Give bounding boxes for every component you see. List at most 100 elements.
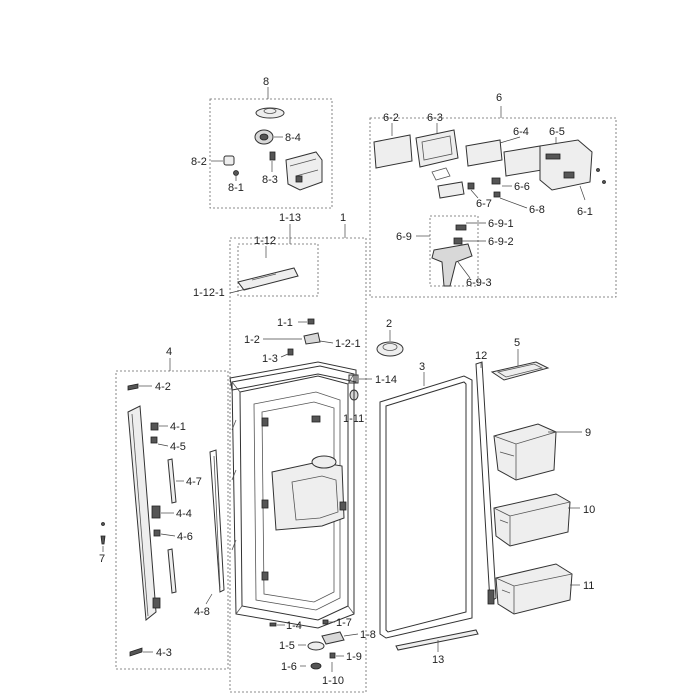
part-1-4 bbox=[269, 622, 285, 627]
part-4-4 bbox=[151, 505, 174, 519]
label-11: 11 bbox=[583, 580, 594, 592]
part-6-lever bbox=[437, 181, 465, 199]
part-4-5 bbox=[150, 436, 169, 447]
label-1-12-1: 1-12-1 bbox=[193, 287, 225, 299]
label-6-9-3: 6-9-3 bbox=[466, 277, 492, 289]
label-6: 6 bbox=[496, 92, 502, 104]
label-7: 7 bbox=[99, 553, 105, 565]
label-6-4: 6-4 bbox=[513, 126, 529, 138]
label-1-7: 1-7 bbox=[336, 617, 352, 629]
label-1: 1 bbox=[340, 212, 346, 224]
part-4-lower-bar bbox=[167, 548, 177, 594]
part-4-1 bbox=[150, 422, 168, 431]
label-6-9-2: 6-9-2 bbox=[488, 236, 514, 248]
label-4-2: 4-2 bbox=[155, 381, 171, 393]
label-6-9: 6-9 bbox=[396, 231, 412, 243]
label-1-2: 1-2 bbox=[244, 334, 260, 346]
part-4-2 bbox=[127, 383, 152, 391]
label-1-12: 1-12 bbox=[254, 235, 276, 247]
part-6-1-board bbox=[539, 139, 606, 201]
part-6-7 bbox=[467, 182, 479, 199]
label-1-10: 1-10 bbox=[322, 675, 344, 687]
label-8-4: 8-4 bbox=[285, 132, 301, 144]
part-8-3 bbox=[269, 151, 276, 172]
part-1-1 bbox=[298, 318, 315, 325]
group-8-assembly: 8 8-4 8-2 8-1 8-3 bbox=[191, 76, 333, 209]
label-6-1: 6-1 bbox=[577, 206, 593, 218]
label-1-6: 1-6 bbox=[281, 661, 297, 673]
part-4-3 bbox=[129, 647, 153, 657]
label-8-2: 8-2 bbox=[191, 156, 207, 168]
part-8-4-motor bbox=[254, 129, 283, 145]
label-1-9: 1-9 bbox=[346, 651, 362, 663]
part-5-tray: 5 bbox=[490, 337, 550, 381]
part-1-door-body bbox=[229, 361, 357, 629]
label-4-3: 4-3 bbox=[156, 647, 172, 659]
label-1-5: 1-5 bbox=[279, 640, 295, 652]
part-6-2-panel bbox=[373, 123, 413, 169]
part-6-6 bbox=[491, 177, 512, 187]
label-1-1: 1-1 bbox=[277, 317, 293, 329]
label-1-13: 1-13 bbox=[279, 212, 301, 224]
part-1-3 bbox=[280, 348, 294, 358]
label-4-1: 4-1 bbox=[170, 421, 186, 433]
part-1-7 bbox=[322, 619, 335, 625]
part-12-strip: 12 bbox=[475, 350, 497, 605]
label-1-4: 1-4 bbox=[286, 620, 302, 632]
part-4-7 bbox=[167, 458, 184, 504]
label-2: 2 bbox=[386, 318, 392, 330]
part-6-3-frame bbox=[415, 123, 459, 181]
label-1-14: 1-14 bbox=[375, 374, 397, 386]
label-6-5: 6-5 bbox=[549, 126, 565, 138]
part-8-cover bbox=[255, 107, 285, 119]
part-13-strip: 13 bbox=[395, 629, 479, 666]
group-6-assembly: 6 6-2 6-3 6-4 6-5 6-6 6-7 6-8 6-1 6-9 6-… bbox=[369, 92, 617, 298]
label-4: 4 bbox=[166, 346, 172, 358]
group-6-9-assembly bbox=[416, 215, 486, 287]
part-2-cap: 2 bbox=[376, 318, 404, 357]
label-8: 8 bbox=[263, 76, 269, 88]
part-4-bottom-clip bbox=[152, 597, 161, 609]
part-1-12-bracket bbox=[229, 267, 299, 294]
label-5: 5 bbox=[514, 337, 520, 349]
label-10: 10 bbox=[583, 504, 595, 516]
label-6-9-1: 6-9-1 bbox=[488, 218, 514, 230]
part-7-screw: 7 bbox=[99, 522, 106, 565]
label-3: 3 bbox=[419, 361, 425, 373]
part-9-bin: 9 bbox=[493, 423, 591, 481]
label-6-7: 6-7 bbox=[476, 198, 492, 210]
part-6-9-3-lever bbox=[431, 243, 473, 287]
part-11-bin: 11 bbox=[495, 563, 594, 615]
part-1-9 bbox=[329, 652, 344, 659]
part-10-bin: 10 bbox=[493, 493, 595, 547]
label-8-3: 8-3 bbox=[262, 174, 278, 186]
part-1-2 bbox=[263, 332, 334, 345]
group-1-assembly: 1 1-13 1-12 1-12-1 1-1 1-2 1-2-1 1-3 1-1… bbox=[193, 212, 397, 693]
part-1-8 bbox=[321, 631, 359, 645]
part-4-handle bbox=[127, 405, 157, 621]
part-8-1 bbox=[233, 170, 239, 181]
label-1-2-1: 1-2-1 bbox=[335, 338, 361, 350]
label-12: 12 bbox=[475, 350, 487, 362]
label-4-6: 4-6 bbox=[177, 531, 193, 543]
part-6-8 bbox=[493, 191, 528, 209]
label-4-4: 4-4 bbox=[176, 508, 192, 520]
group-4-assembly: 4 4-2 4-1 4-5 4-7 4-4 4-6 4-8 4-3 bbox=[115, 346, 229, 670]
part-4-6 bbox=[153, 529, 176, 537]
part-1-5 bbox=[298, 641, 325, 651]
label-1-3: 1-3 bbox=[262, 353, 278, 365]
label-9: 9 bbox=[585, 427, 591, 439]
label-6-8: 6-8 bbox=[529, 204, 545, 216]
label-1-8: 1-8 bbox=[360, 629, 376, 641]
label-13: 13 bbox=[432, 654, 444, 666]
label-4-7: 4-7 bbox=[186, 476, 202, 488]
label-4-5: 4-5 bbox=[170, 441, 186, 453]
label-6-3: 6-3 bbox=[427, 112, 443, 124]
part-8-2-knob bbox=[211, 155, 235, 166]
label-1-11: 1-11 bbox=[343, 413, 364, 425]
part-4-8 bbox=[205, 449, 225, 605]
label-6-2: 6-2 bbox=[383, 112, 399, 124]
label-6-6: 6-6 bbox=[514, 181, 530, 193]
part-1-6 bbox=[300, 662, 322, 670]
